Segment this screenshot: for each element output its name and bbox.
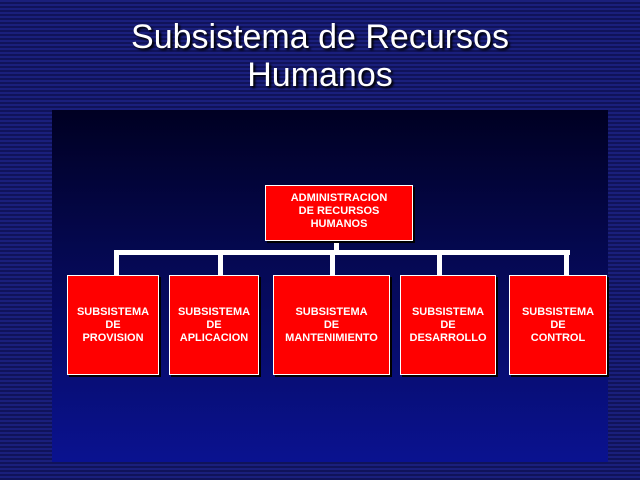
drop-connector-aplicacion (218, 250, 223, 275)
box-line: MANTENIMIENTO (285, 332, 378, 344)
root-box-line: DE RECURSOS (298, 205, 380, 217)
title-line-2: Humanos (247, 56, 393, 94)
root-box-administracion: ADMINISTRACION DE RECURSOS HUMANOS (265, 185, 413, 241)
box-line: SUBSISTEMA (295, 306, 368, 318)
root-box-line: HUMANOS (310, 218, 368, 230)
box-subsistema-aplicacion: SUBSISTEMA DE APLICACION (169, 275, 259, 375)
box-line: SUBSISTEMA (76, 306, 150, 318)
box-line: DESARROLLO (409, 332, 487, 344)
box-subsistema-control: SUBSISTEMA DE CONTROL (509, 275, 607, 375)
root-box-line: ADMINISTRACION (290, 192, 388, 204)
box-line: SUBSISTEMA (177, 306, 251, 318)
box-line: DE (550, 319, 566, 331)
box-line: DE (206, 319, 222, 331)
slide-title: Subsistema de Recursos Humanos (0, 18, 640, 94)
box-line: SUBSISTEMA (521, 306, 595, 318)
drop-connector-mantenimiento (330, 250, 335, 275)
box-line: PROVISION (82, 332, 144, 344)
box-subsistema-desarrollo: SUBSISTEMA DE DESARROLLO (400, 275, 496, 375)
box-line: DE (440, 319, 456, 331)
drop-connector-desarrollo (437, 250, 442, 275)
title-line-1: Subsistema de Recursos (131, 18, 509, 56)
horizontal-connector (114, 250, 570, 255)
box-line: APLICACION (179, 332, 249, 344)
box-line: SUBSISTEMA (411, 306, 485, 318)
box-subsistema-mantenimiento: SUBSISTEMA DE MANTENIMIENTO (273, 275, 390, 375)
box-line: DE (323, 319, 340, 331)
drop-connector-control (564, 250, 569, 275)
box-line: CONTROL (530, 332, 586, 344)
drop-connector-provision (114, 250, 119, 275)
box-subsistema-provision: SUBSISTEMA DE PROVISION (67, 275, 159, 375)
box-line: DE (105, 319, 121, 331)
root-down-connector (334, 241, 339, 253)
